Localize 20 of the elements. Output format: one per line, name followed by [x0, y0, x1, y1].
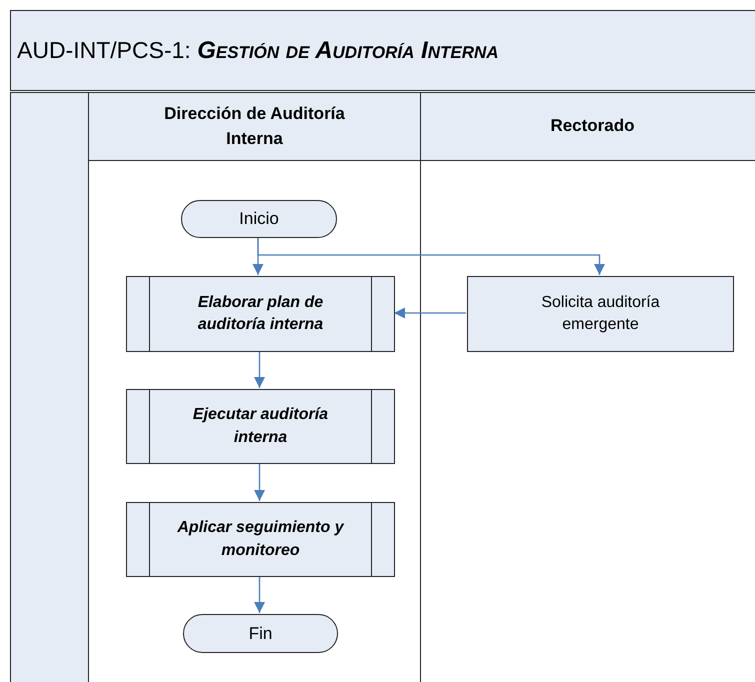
arrow	[394, 308, 466, 318]
node-label: Solicita auditoría emergente	[540, 292, 661, 335]
process-box	[467, 276, 734, 352]
arrow	[257, 237, 605, 275]
node-label: Inicio	[239, 208, 279, 230]
lane-header: Rectorado	[421, 93, 755, 161]
node-label: Elaborar plan de auditoría interna	[196, 292, 324, 335]
terminal-shape	[183, 614, 338, 653]
lane-header: Dirección de Auditoría Interna	[89, 93, 420, 161]
arrow	[254, 463, 265, 501]
terminal-shape	[181, 200, 337, 238]
subprocess-box	[126, 502, 395, 577]
node-label: Aplicar seguimiento y monitoreo	[176, 518, 346, 560]
arrow	[254, 351, 265, 388]
node-label: Ejecutar auditoría interna	[192, 405, 330, 448]
node-label: Fin	[248, 622, 272, 645]
subprocess-box	[126, 389, 395, 464]
title: AUD-INT/PCS-1: Gestión de Auditoría Interna	[16, 36, 499, 64]
subprocess-box	[126, 276, 395, 352]
arrow	[254, 576, 265, 613]
